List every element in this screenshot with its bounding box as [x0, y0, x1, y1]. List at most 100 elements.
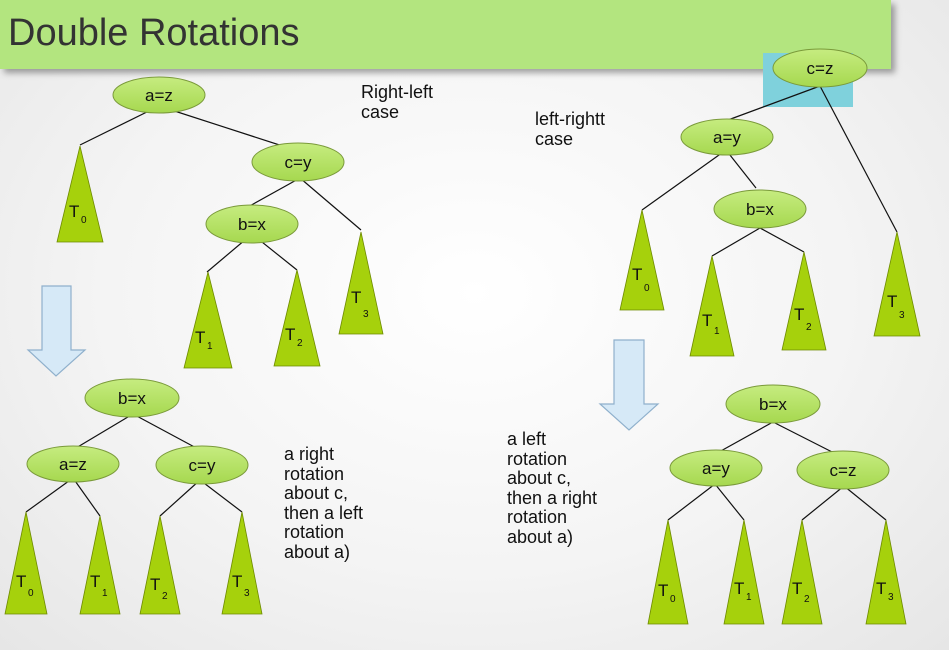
edge	[72, 477, 101, 517]
tree-node: c=y	[251, 142, 345, 182]
left-right-after-tree	[667, 421, 887, 521]
subtree-label-subscript: 3	[244, 588, 250, 599]
node-label: b=x	[746, 200, 774, 219]
tree-node: c=y	[155, 445, 249, 485]
edge	[667, 483, 716, 521]
subtree-label: T	[658, 581, 668, 600]
edge	[819, 85, 898, 233]
subtree-label: T	[351, 288, 361, 307]
right-left-after-tree	[25, 413, 243, 517]
node-label: a=y	[702, 459, 730, 478]
node-label: b=x	[238, 215, 266, 234]
node-label: c=y	[189, 456, 216, 475]
edge	[299, 177, 362, 231]
subtree-triangle: T 2	[781, 519, 823, 625]
edge	[843, 485, 887, 521]
subtree-label-subscript: 2	[162, 591, 168, 602]
subtree-triangle: T 3	[873, 231, 921, 337]
edge	[714, 483, 745, 521]
node-label: b=x	[118, 389, 146, 408]
subtree-triangle: T 1	[183, 271, 233, 369]
subtree-label: T	[632, 265, 642, 284]
edge	[801, 485, 845, 521]
edge	[75, 413, 134, 449]
caption-line: then a left	[284, 502, 364, 523]
left-right-before-tree	[641, 85, 898, 257]
subtree-label: T	[195, 328, 205, 347]
edge	[711, 227, 761, 257]
subtree-triangle: T 3	[865, 519, 907, 625]
subtree-triangle: T 1	[79, 515, 121, 615]
tree-node: a=y	[680, 118, 774, 156]
caption-line: rotation	[507, 507, 568, 527]
node-label: c=z	[830, 461, 857, 480]
subtree-triangle: T 0	[647, 519, 689, 625]
subtree-label: T	[876, 579, 886, 598]
node-label: a=y	[713, 128, 741, 147]
subtree-triangle: T 0	[619, 209, 665, 311]
right-left-before-tree	[79, 105, 362, 273]
subtree-label: T	[69, 202, 79, 221]
caption-line: about c,	[284, 483, 349, 503]
subtree-label: T	[794, 305, 804, 324]
title-bar: Double Rotations	[0, 0, 891, 69]
subtree-label-subscript: 1	[207, 341, 213, 352]
subtree-triangle: T 0	[56, 145, 104, 243]
caption-line: then a right	[507, 487, 598, 508]
caption-line: a left	[507, 429, 547, 449]
edge	[641, 149, 727, 211]
down-arrow-icon	[598, 339, 660, 431]
tree-node: b=x	[84, 378, 180, 418]
subtree-label-subscript: 1	[102, 588, 108, 599]
left-right-explanation: a left rotation about c, then a right ro…	[507, 429, 598, 547]
edge	[718, 421, 774, 453]
node-label: c=y	[285, 153, 312, 172]
caption-line: rotation	[284, 463, 345, 484]
subtree-label-subscript: 2	[806, 322, 812, 333]
caption-line: rotation	[284, 522, 345, 542]
tree-node: a=y	[669, 449, 763, 487]
tree-node: b=x	[725, 384, 821, 424]
right-left-explanation: a right rotation about c, then a left ro…	[284, 444, 364, 562]
node-label: b=x	[759, 395, 787, 414]
caption-line: case	[361, 101, 400, 122]
edge	[158, 105, 296, 151]
subtree-triangle: T 2	[139, 515, 181, 615]
subtree-label-subscript: 3	[363, 309, 369, 320]
tree-node: a=z	[26, 445, 120, 483]
subtree-triangle: T 1	[723, 519, 765, 625]
subtree-label-subscript: 0	[81, 215, 87, 226]
subtree-label-subscript: 1	[746, 592, 752, 603]
left-right-case-caption: left-rightt case	[535, 109, 605, 149]
subtree-triangle: T 1	[689, 255, 735, 357]
subtree-label-subscript: 3	[899, 310, 905, 321]
edge	[772, 421, 841, 457]
subtree-label: T	[792, 579, 802, 598]
caption-line: Right-left	[361, 82, 434, 102]
tree-node: c=z	[772, 48, 868, 88]
subtree-label-subscript: 0	[644, 283, 650, 294]
edge	[199, 479, 243, 513]
tree-node: b=x	[205, 204, 299, 244]
edge	[759, 227, 805, 253]
subtree-label: T	[887, 292, 897, 311]
caption-line: case	[535, 128, 574, 149]
node-label: a=z	[145, 86, 173, 105]
caption-line: about a)	[507, 526, 574, 547]
node-label: c=z	[807, 59, 834, 78]
subtree-label: T	[16, 572, 26, 591]
subtree-label-subscript: 1	[714, 326, 720, 337]
subtree-triangle: T 3	[338, 231, 384, 335]
subtree-label: T	[150, 575, 160, 594]
tree-node: a=z	[112, 76, 206, 114]
subtree-label: T	[702, 311, 712, 330]
caption-line: rotation	[507, 448, 568, 469]
edge	[132, 413, 201, 451]
node-label: a=z	[59, 455, 87, 474]
right-left-case-caption: Right-left case	[361, 82, 434, 122]
caption-line: about c,	[507, 468, 572, 488]
tree-node: c=z	[796, 450, 890, 490]
subtree-label: T	[734, 579, 744, 598]
subtree-label-subscript: 3	[888, 592, 894, 603]
